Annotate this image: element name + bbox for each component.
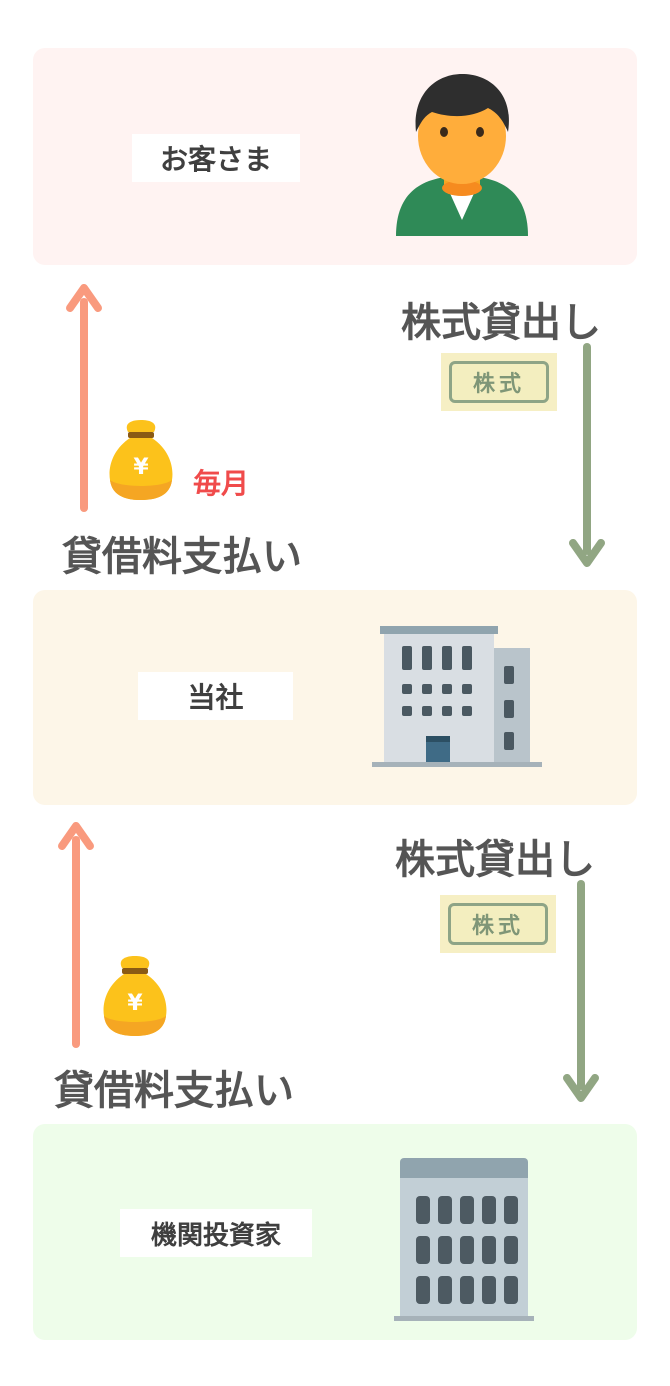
customer-panel: [33, 48, 637, 265]
stock-tag-label: 株式: [448, 903, 548, 945]
stock-certificate-icon: 株式: [441, 353, 557, 411]
investor-label: 機関投資家: [120, 1209, 312, 1257]
person-icon: [396, 74, 528, 236]
payment-label-bottom: 貸借料支払い: [54, 1068, 294, 1114]
customer-label: お客さま: [132, 134, 300, 182]
company-label: 当社: [138, 672, 293, 720]
lend-arrow-bottom: [563, 880, 599, 1102]
stock-tag-label: 株式: [449, 361, 549, 403]
svg-text:¥: ¥: [127, 991, 143, 1016]
company-panel: [33, 590, 637, 805]
frequency-label: 毎月: [193, 467, 250, 500]
payment-label-top: 貸借料支払い: [62, 534, 302, 580]
lend-arrow-top: [569, 343, 605, 567]
stock-certificate-icon: 株式: [440, 895, 556, 953]
payment-arrow-top: [66, 284, 102, 512]
money-bag-icon: ¥: [109, 420, 173, 500]
payment-arrow-bottom: [58, 822, 94, 1048]
money-bag-icon: ¥: [103, 956, 167, 1036]
lend-label-top: 株式貸出し: [401, 300, 601, 346]
svg-text:¥: ¥: [133, 455, 149, 480]
office-building-icon: [372, 626, 542, 767]
tall-building-icon: [394, 1158, 534, 1321]
lend-label-bottom: 株式貸出し: [395, 837, 595, 883]
